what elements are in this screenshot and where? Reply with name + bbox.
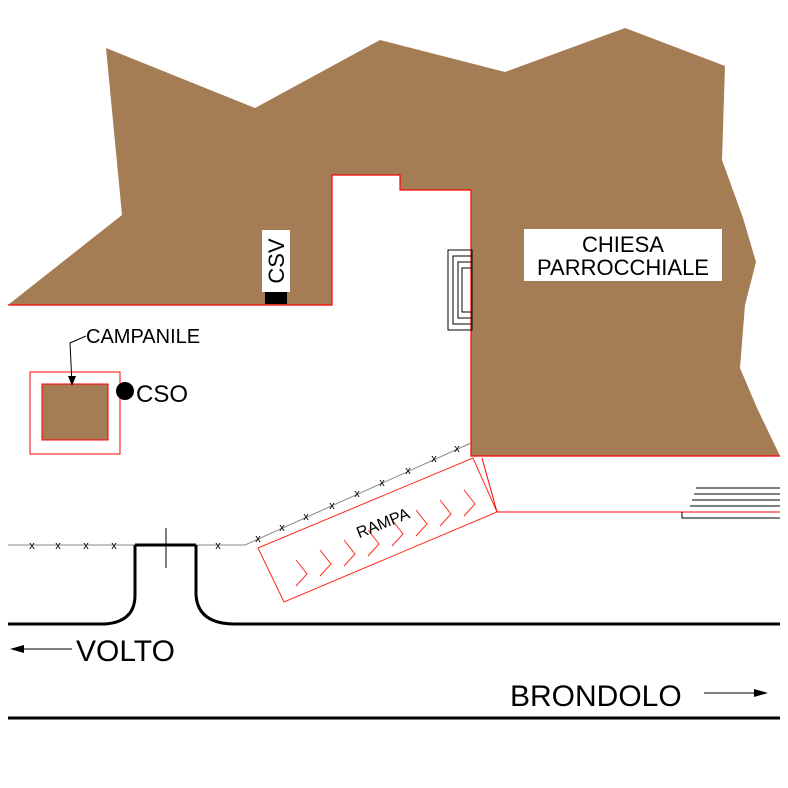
svg-text:x: x [405,465,411,477]
campanile-leader-arrowhead [68,376,76,386]
svg-text:x: x [329,500,335,512]
church-label-line-2: PARROCCHIALE [537,255,709,280]
svg-text:x: x [55,540,61,552]
svg-text:x: x [303,511,309,523]
front-steps [681,487,780,519]
church-building [8,28,780,456]
church-label-box [524,229,722,281]
fence-markers: x x x x x x x x x x x x x x [29,443,460,552]
terrace-edge [481,457,780,513]
svg-text:x: x [83,540,89,552]
svg-text:x: x [454,443,460,455]
csv-label-box [262,230,290,292]
rampa-label: RAMPA [354,505,412,542]
fence-line [8,442,472,546]
church-courtyard-outline [8,174,780,457]
svg-text:x: x [431,453,437,465]
svg-text:x: x [255,533,261,545]
cso-marker [116,382,134,400]
svg-text:x: x [215,540,221,552]
campanile-label: CAMPANILE [86,326,200,348]
arrow-right-icon [704,689,768,697]
cso-label: CSO [136,381,188,408]
svg-text:x: x [379,477,385,489]
svg-text:x: x [111,540,117,552]
svg-text:x: x [279,522,285,534]
side-steps [447,249,473,331]
csv-label: CSV [264,238,289,284]
campanile-leader-line [69,335,87,385]
driveway [8,543,780,626]
svg-text:x: x [354,488,360,500]
volto-label: VOLTO [76,635,175,668]
church-label-line-1: CHIESA [582,232,664,257]
arrow-left-icon [10,645,72,653]
brondolo-label: BRONDOLO [510,680,682,713]
campanile-building [41,383,109,441]
csv-marker [265,292,287,304]
svg-text:x: x [29,540,35,552]
campanile-outline [29,371,121,455]
